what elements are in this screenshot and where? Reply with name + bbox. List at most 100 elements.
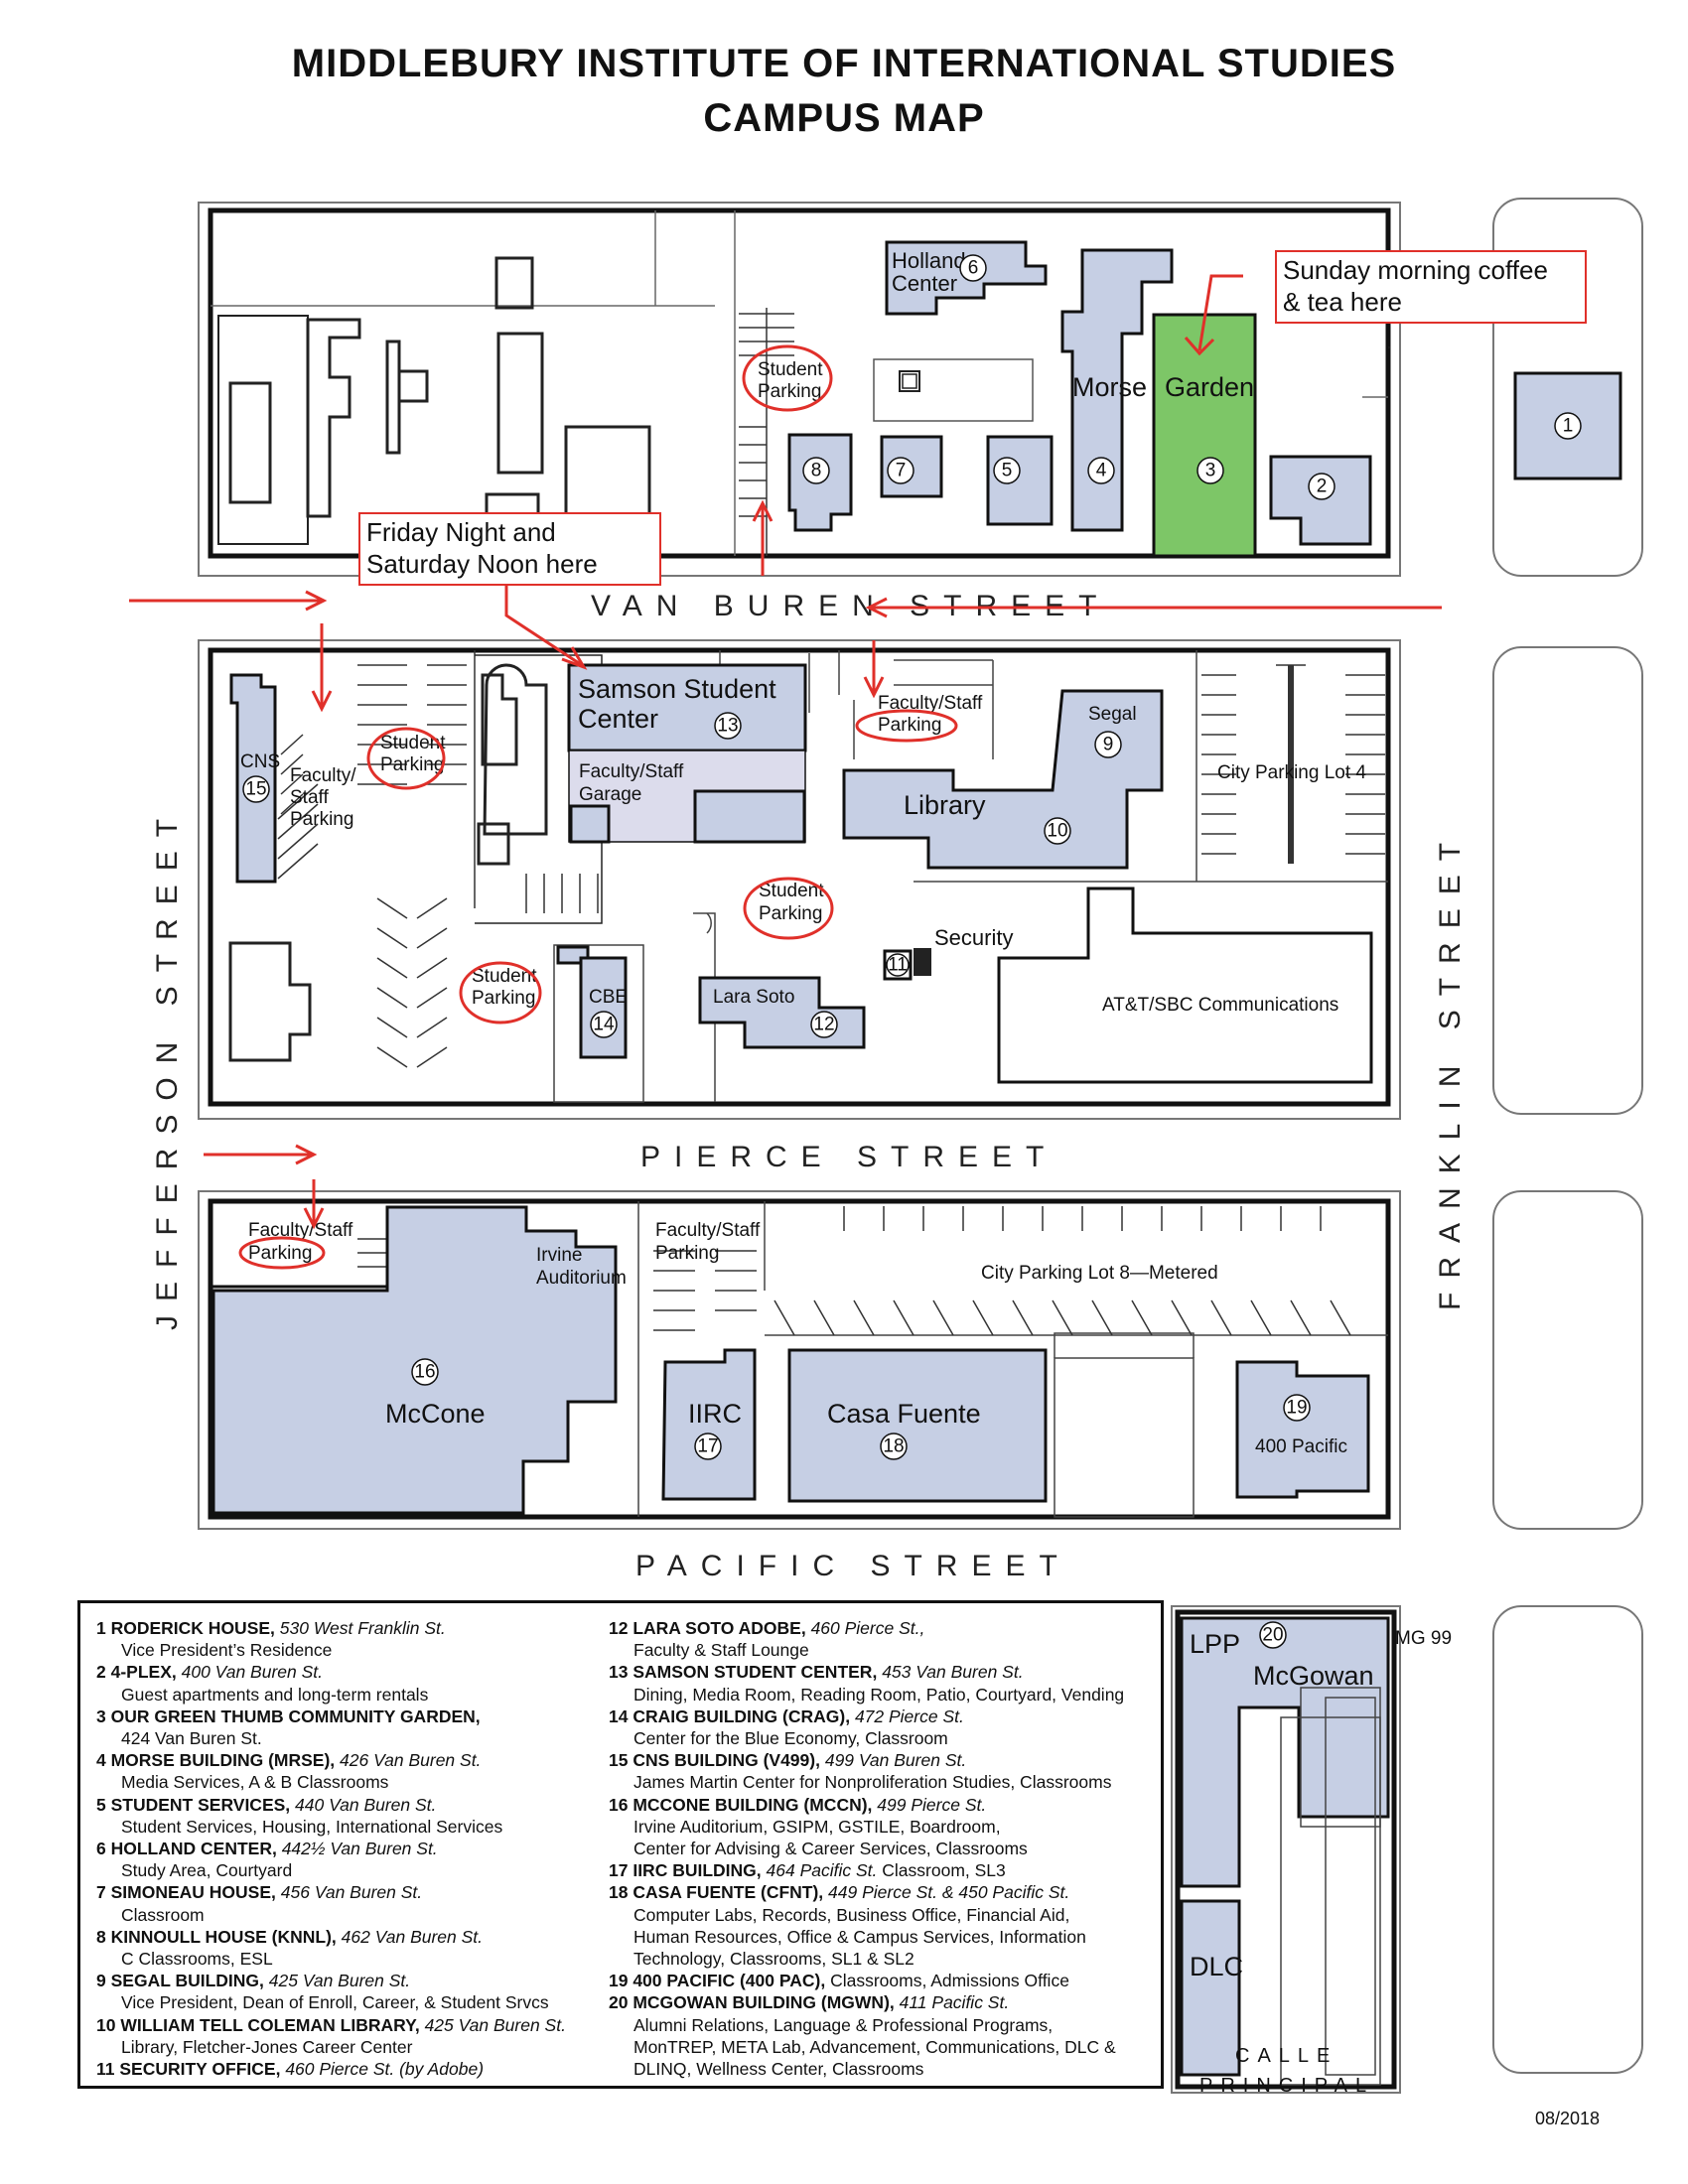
legend-entry-description: Student Services, Housing, International…: [121, 1816, 503, 1837]
legend-entry-11: 11 SECURITY OFFICE, 460 Pierce St. (by A…: [96, 2058, 566, 2080]
dlc-label: DLC: [1190, 1952, 1243, 1981]
garage-building-east: [693, 789, 806, 844]
marker-11: 11: [888, 955, 908, 976]
legend-entry-name: CASA FUENTE (CFNT),: [633, 1882, 824, 1903]
legend-entry-address: 426 Van Buren St.: [340, 1750, 482, 1771]
legend-entry-name: WILLIAM TELL COLEMAN LIBRARY,: [120, 2014, 420, 2035]
legend-column-right: 12 LARA SOTO ADOBE, 460 Pierce St.,Facul…: [609, 1617, 1124, 2080]
legend-entry-name: MORSE BUILDING (MRSE),: [110, 1750, 336, 1771]
legend-entry-16: 16 MCCONE BUILDING (MCCN), 499 Pierce St…: [609, 1794, 1124, 1816]
direction-arrows: [129, 274, 1442, 1230]
security-label: Security: [934, 925, 1013, 950]
legend-entry-name: SIMONEAU HOUSE,: [110, 1882, 276, 1903]
iirc-label: IIRC: [688, 1399, 742, 1429]
legend-entry-number: 17: [609, 1860, 633, 1881]
lara-soto-label: Lara Soto: [713, 987, 794, 1008]
legend-entry-address: 440 Van Buren St.: [295, 1794, 437, 1815]
mcgowan-building: [1180, 1616, 1390, 1888]
irvine-label-1: Irvine: [536, 1245, 582, 1266]
morse-building: [1060, 248, 1174, 532]
legend-entry-1: 1 RODERICK HOUSE, 530 West Franklin St.: [96, 1617, 566, 1639]
marker-14: 14: [593, 1015, 615, 1035]
pacific-400-building: [1235, 1360, 1370, 1499]
legend-entry-description: Center for Advising & Career Services, C…: [633, 1839, 1028, 1859]
faculty-parking-west-2: Staff: [290, 787, 329, 808]
pacific-street-label: PACIFIC STREET: [635, 1550, 1071, 1582]
legend-entry-15: 15 CNS BUILDING (V499), 499 Van Buren St…: [609, 1749, 1124, 1771]
garage-label-2: Garage: [579, 784, 641, 805]
legend-entry-address: 460 Pierce St.,: [810, 1618, 925, 1638]
student-parking-north-2: Parking: [758, 381, 821, 402]
segal-label: Segal: [1088, 704, 1137, 725]
craig-building: [579, 956, 628, 1059]
legend-entry-name: IIRC BUILDING,: [633, 1860, 762, 1881]
student-parking-north-1: Student: [758, 359, 823, 380]
iirc-building: [661, 1348, 757, 1501]
jefferson-street-label: JEFFERSON STREET: [151, 805, 184, 1330]
student-services-building: [986, 435, 1054, 526]
marker-3: 3: [1205, 461, 1216, 481]
legend-entry-number: 15: [609, 1750, 633, 1771]
marker-16: 16: [414, 1362, 435, 1383]
att-label: AT&T/SBC Communications: [1102, 995, 1338, 1016]
faculty-parking-west-1: Faculty/: [290, 765, 356, 786]
middle-parking-stalls: [277, 664, 1385, 1068]
holland-label: Holland: [892, 248, 966, 273]
mccone-building: [211, 1205, 618, 1515]
legend-entry-6: 6 HOLLAND CENTER, 442½ Van Buren St.: [96, 1838, 566, 1859]
garden-label: Garden: [1165, 372, 1254, 402]
legend-entry-number: 11: [96, 2059, 120, 2080]
legend-entry-4: 4 MORSE BUILDING (MRSE), 426 Van Buren S…: [96, 1749, 566, 1771]
map-title-line1: MIDDLEBURY INSTITUTE OF INTERNATIONAL ST…: [291, 42, 1397, 85]
legend-entry-description: Classroom: [121, 1904, 205, 1925]
marker-7: 7: [896, 461, 907, 481]
south-parking-stalls: [357, 1206, 1351, 1336]
morse-label: Morse: [1072, 372, 1147, 402]
legend-entry-12: 12 LARA SOTO ADOBE, 460 Pierce St.,: [609, 1617, 1124, 1639]
marker-1: 1: [1563, 416, 1574, 437]
legend-entry-9: 9 SEGAL BUILDING, 425 Van Buren St.: [96, 1970, 566, 1991]
highlighted-parking-circles: [238, 344, 958, 1270]
legend-entry-address: 499 Van Buren St.: [824, 1750, 967, 1771]
garden-area: [1152, 313, 1257, 558]
legend-entry-description: Vice President, Dean of Enroll, Career, …: [121, 1992, 549, 2013]
legend-entry-address: 411 Pacific St.: [899, 1992, 1010, 2013]
legend-entry-2: 2 4-PLEX, 400 Van Buren St.: [96, 1661, 566, 1683]
marker-8: 8: [811, 461, 822, 481]
city-lot-4-label: City Parking Lot 4: [1217, 762, 1366, 783]
legend-entry-number: 19: [609, 1971, 633, 1991]
legend-entry-17: 17 IIRC BUILDING, 464 Pacific St. Classr…: [609, 1859, 1124, 1881]
legend-entry-number: 16: [609, 1794, 633, 1815]
map-title-line2: CAMPUS MAP: [703, 96, 985, 140]
legend-entry-20: 20 MCGOWAN BUILDING (MGWN), 411 Pacific …: [609, 1991, 1124, 2013]
legend-entry-extra: Classrooms, Admissions Office: [830, 1971, 1069, 1991]
student-parking-west-2: Parking: [380, 754, 444, 775]
legend-entry-description: Computer Labs, Records, Business Office,…: [633, 1904, 1070, 1925]
legend-entry-address: 472 Pierce St.: [854, 1706, 964, 1726]
pacific-400-label: 400 Pacific: [1255, 1436, 1347, 1457]
block-east-calle: [1492, 1605, 1643, 2074]
legend-entry-description: C Classrooms, ESL: [121, 1949, 273, 1970]
friday-saturday-callout: Friday Night and Saturday Noon here: [358, 512, 661, 586]
mcgowan-label: McGowan: [1253, 1661, 1374, 1691]
sunday-coffee-callout: Sunday morning coffee & tea here: [1275, 250, 1587, 324]
legend-entry-description: MonTREP, META Lab, Advancement, Communic…: [633, 2036, 1116, 2057]
legend-entry-address: 442½ Van Buren St.: [281, 1839, 438, 1859]
block-east-mid: [1492, 646, 1643, 1115]
legend-entry-number: 14: [609, 1706, 633, 1726]
marker-18: 18: [883, 1436, 904, 1457]
student-parking-southwest-1: Student: [472, 966, 537, 987]
legend-entry-name: MCGOWAN BUILDING (MGWN),: [633, 1992, 895, 2013]
casa-fuente-building: [787, 1348, 1048, 1503]
faculty-parking-mid-1: Faculty/Staff: [878, 693, 983, 714]
marker-2: 2: [1317, 477, 1328, 497]
legend-entry-10: 10 WILLIAM TELL COLEMAN LIBRARY, 425 Van…: [96, 2014, 566, 2036]
legend-entry-address: 449 Pierce St. & 450 Pacific St.: [828, 1882, 1070, 1903]
marker-10: 10: [1047, 821, 1067, 842]
lpp-label: LPP: [1190, 1629, 1240, 1659]
mcgowan-annex-outline: [1280, 1716, 1381, 2086]
legend-entry-description: Study Area, Courtyard: [121, 1860, 293, 1881]
legend-entry-description: Faculty & Staff Lounge: [633, 1640, 809, 1661]
legend-entry-number: 10: [96, 2014, 121, 2035]
marker-17: 17: [697, 1436, 718, 1457]
